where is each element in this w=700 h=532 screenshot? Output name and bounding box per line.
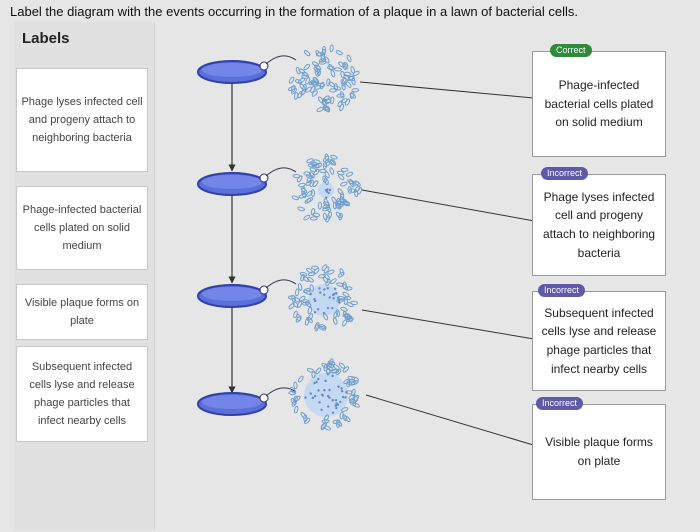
bacteria-cluster bbox=[291, 153, 363, 223]
answer-drop-zone-3[interactable]: Subsequent infected cells lyse and relea… bbox=[532, 291, 666, 391]
bacteria-cluster bbox=[288, 358, 360, 431]
answer-text: Phage-infected bacterial cells plated on… bbox=[544, 78, 654, 130]
label-card-phage-lyses[interactable]: Phage lyses infected cell and progeny at… bbox=[16, 68, 148, 172]
connector-line bbox=[361, 189, 541, 223]
bacteria-cluster bbox=[287, 44, 360, 113]
label-text: Subsequent infected cells lyse and relea… bbox=[29, 360, 135, 428]
label-text: Visible plaque forms on plate bbox=[24, 296, 140, 327]
petri-dish bbox=[197, 387, 297, 416]
label-card-phage-infected[interactable]: Phage-infected bacterial cells plated on… bbox=[16, 186, 148, 270]
petri-dish bbox=[197, 167, 297, 196]
petri-dish bbox=[197, 55, 297, 84]
labels-title: Labels bbox=[22, 30, 70, 47]
connector-line bbox=[361, 309, 541, 341]
answer-text: Phage lyses infected cell and progeny at… bbox=[542, 189, 656, 260]
answer-text: Visible plaque forms on plate bbox=[545, 435, 653, 468]
answer-text: Subsequent infected cells lyse and relea… bbox=[541, 305, 657, 376]
instruction-text: Label the diagram with the events occurr… bbox=[10, 4, 578, 19]
bacteria-cluster bbox=[287, 264, 358, 332]
status-badge: Incorrect bbox=[541, 167, 589, 180]
answer-drop-zone-2[interactable]: Phage lyses infected cell and progeny at… bbox=[532, 174, 666, 276]
petri-dish bbox=[197, 279, 297, 308]
status-badge: Correct bbox=[550, 44, 592, 57]
label-text: Phage-infected bacterial cells plated on… bbox=[22, 203, 142, 253]
answer-drop-zone-4[interactable]: Visible plaque forms on plate bbox=[532, 404, 666, 500]
connector-line bbox=[365, 394, 551, 451]
label-card-subsequent[interactable]: Subsequent infected cells lyse and relea… bbox=[16, 346, 148, 442]
answer-drop-zone-1[interactable]: Phage-infected bacterial cells plated on… bbox=[532, 51, 666, 157]
connector-line bbox=[359, 81, 556, 101]
label-text: Phage lyses infected cell and progeny at… bbox=[21, 95, 143, 145]
status-badge: Incorrect bbox=[538, 284, 586, 297]
label-card-visible-plaque[interactable]: Visible plaque forms on plate bbox=[16, 284, 148, 340]
status-badge: Incorrect bbox=[536, 397, 584, 410]
